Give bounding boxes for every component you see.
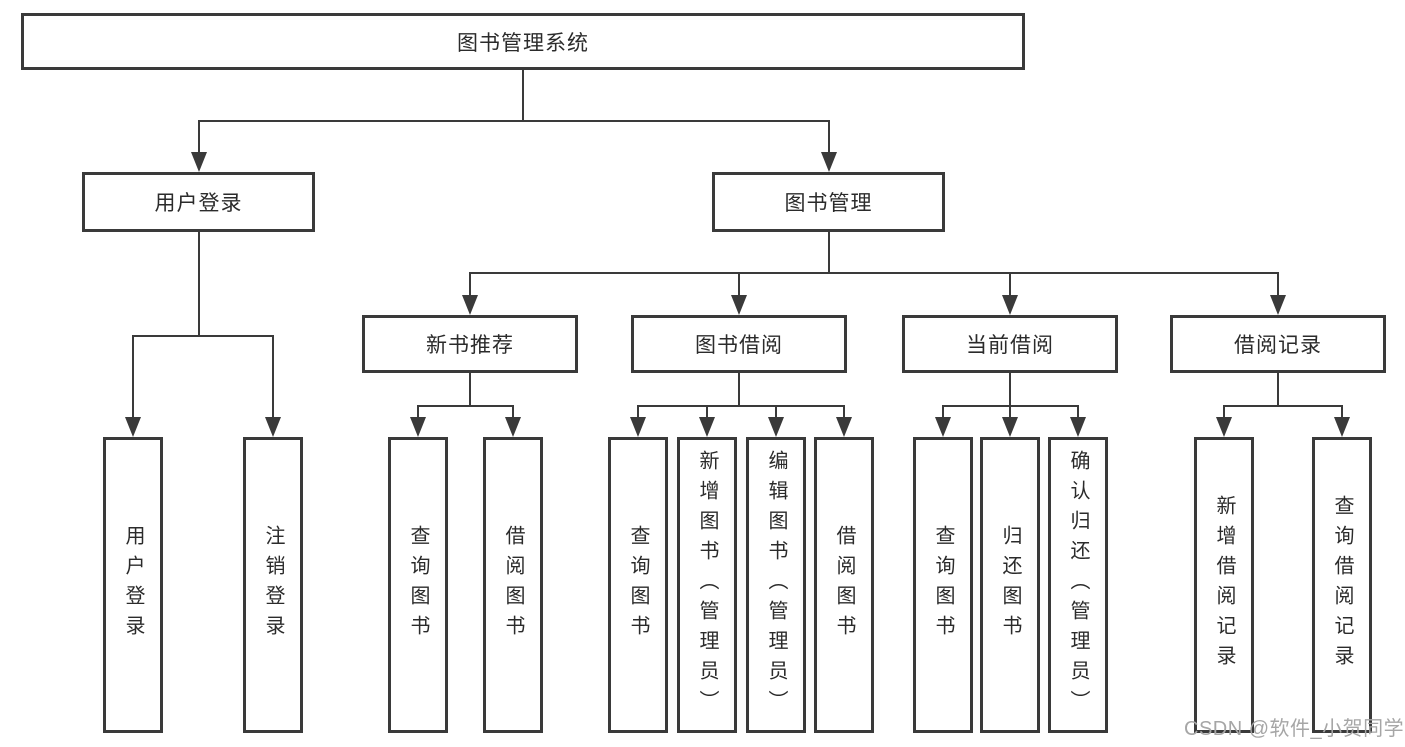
arrowhead-icon — [1070, 417, 1086, 437]
connector-drop — [942, 405, 944, 421]
node-label: 查询图书 — [932, 525, 954, 645]
node-book-mgmt: 图书管理 — [712, 172, 945, 232]
connector-drop — [417, 405, 419, 421]
arrowhead-icon — [190, 152, 207, 172]
arrowhead-icon — [1002, 295, 1018, 315]
arrowhead-icon — [410, 417, 426, 437]
node-borrow-record: 借阅记录 — [1170, 315, 1386, 373]
arrowhead-icon — [265, 417, 281, 437]
connector-drop — [1223, 405, 1225, 421]
arrowhead-icon — [1002, 417, 1018, 437]
connector-drop — [272, 335, 274, 421]
node-label: 注销登录 — [262, 525, 284, 645]
arrowhead-icon — [462, 295, 478, 315]
arrowhead-icon — [630, 417, 646, 437]
connector-bus — [132, 335, 274, 337]
node-label: 查询图书 — [627, 525, 649, 645]
node-label: 借阅记录 — [1234, 334, 1322, 357]
connector-stem — [469, 373, 471, 407]
node-bb-edit-book: 编辑图书（管理员） — [746, 437, 806, 733]
node-bb-borrow-book: 借阅图书 — [814, 437, 874, 733]
connector-bus — [197, 120, 830, 122]
connector-stem — [522, 70, 524, 122]
connector-drop — [197, 120, 200, 156]
arrowhead-icon — [768, 417, 784, 437]
arrowhead-icon — [1216, 417, 1232, 437]
node-label: 新增图书（管理员） — [696, 450, 718, 720]
connector-bus — [1223, 405, 1343, 407]
node-label: 归还图书 — [999, 525, 1021, 645]
connector-drop — [637, 405, 639, 421]
connector-bus — [637, 405, 845, 407]
node-bb-search-book: 查询图书 — [608, 437, 668, 733]
arrowhead-icon — [836, 417, 852, 437]
connector-bus — [417, 405, 514, 407]
node-br-search-record: 查询借阅记录 — [1312, 437, 1372, 733]
connector-drop — [1009, 405, 1011, 421]
connector-drop — [1277, 272, 1279, 299]
node-cb-search-book: 查询图书 — [913, 437, 973, 733]
node-root: 图书管理系统 — [21, 13, 1025, 70]
node-br-add-record: 新增借阅记录 — [1194, 437, 1254, 733]
node-label: 用户登录 — [122, 525, 144, 645]
connector-stem — [738, 373, 740, 407]
arrowhead-icon — [1270, 295, 1286, 315]
connector-drop — [132, 335, 134, 421]
node-label: 用户登录 — [154, 192, 243, 215]
node-rec-search-book: 查询图书 — [388, 437, 448, 733]
node-label: 借阅图书 — [833, 525, 855, 645]
arrowhead-icon — [699, 417, 715, 437]
node-label: 确认归还（管理员） — [1067, 450, 1089, 720]
arrowhead-icon — [935, 417, 951, 437]
node-label: 图书管理 — [784, 192, 873, 215]
node-label: 查询借阅记录 — [1331, 495, 1353, 675]
connector-drop — [738, 272, 740, 299]
arrowhead-icon — [820, 152, 837, 172]
node-logout: 注销登录 — [243, 437, 303, 733]
arrowhead-icon — [731, 295, 747, 315]
node-label: 借阅图书 — [502, 525, 524, 645]
node-current-borrow: 当前借阅 — [902, 315, 1118, 373]
connector-bus — [469, 272, 1279, 274]
connector-stem — [197, 232, 200, 337]
node-login: 用户登录 — [103, 437, 163, 733]
arrowhead-icon — [1334, 417, 1350, 437]
node-bb-add-book: 新增图书（管理员） — [677, 437, 737, 733]
node-label: 当前借阅 — [966, 334, 1054, 357]
node-new-book-rec: 新书推荐 — [362, 315, 578, 373]
connector-drop — [843, 405, 845, 421]
node-book-borrow: 图书借阅 — [631, 315, 847, 373]
connector-drop — [512, 405, 514, 421]
connector-drop — [1009, 272, 1011, 299]
connector-drop — [775, 405, 777, 421]
connector-drop — [1077, 405, 1079, 421]
connector-stem — [827, 232, 830, 274]
arrowhead-icon — [125, 417, 141, 437]
connector-drop — [469, 272, 471, 299]
node-label: 查询图书 — [407, 525, 429, 645]
node-label: 新书推荐 — [426, 334, 514, 357]
arrowhead-icon — [505, 417, 521, 437]
node-rec-borrow-book: 借阅图书 — [483, 437, 543, 733]
connector-drop — [706, 405, 708, 421]
node-label: 图书管理系统 — [457, 31, 589, 55]
csdn-watermark: CSDN @软件_小贺同学 — [1184, 718, 1405, 740]
node-user-login: 用户登录 — [82, 172, 315, 232]
node-cb-return-book: 归还图书 — [980, 437, 1040, 733]
node-label: 编辑图书（管理员） — [765, 450, 787, 720]
connector-drop — [1341, 405, 1343, 421]
node-cb-confirm-return: 确认归还（管理员） — [1048, 437, 1108, 733]
connector-drop — [827, 120, 830, 156]
connector-stem — [1277, 373, 1279, 407]
node-label: 图书借阅 — [695, 334, 783, 357]
node-label: 新增借阅记录 — [1213, 495, 1235, 675]
connector-stem — [1009, 373, 1011, 407]
